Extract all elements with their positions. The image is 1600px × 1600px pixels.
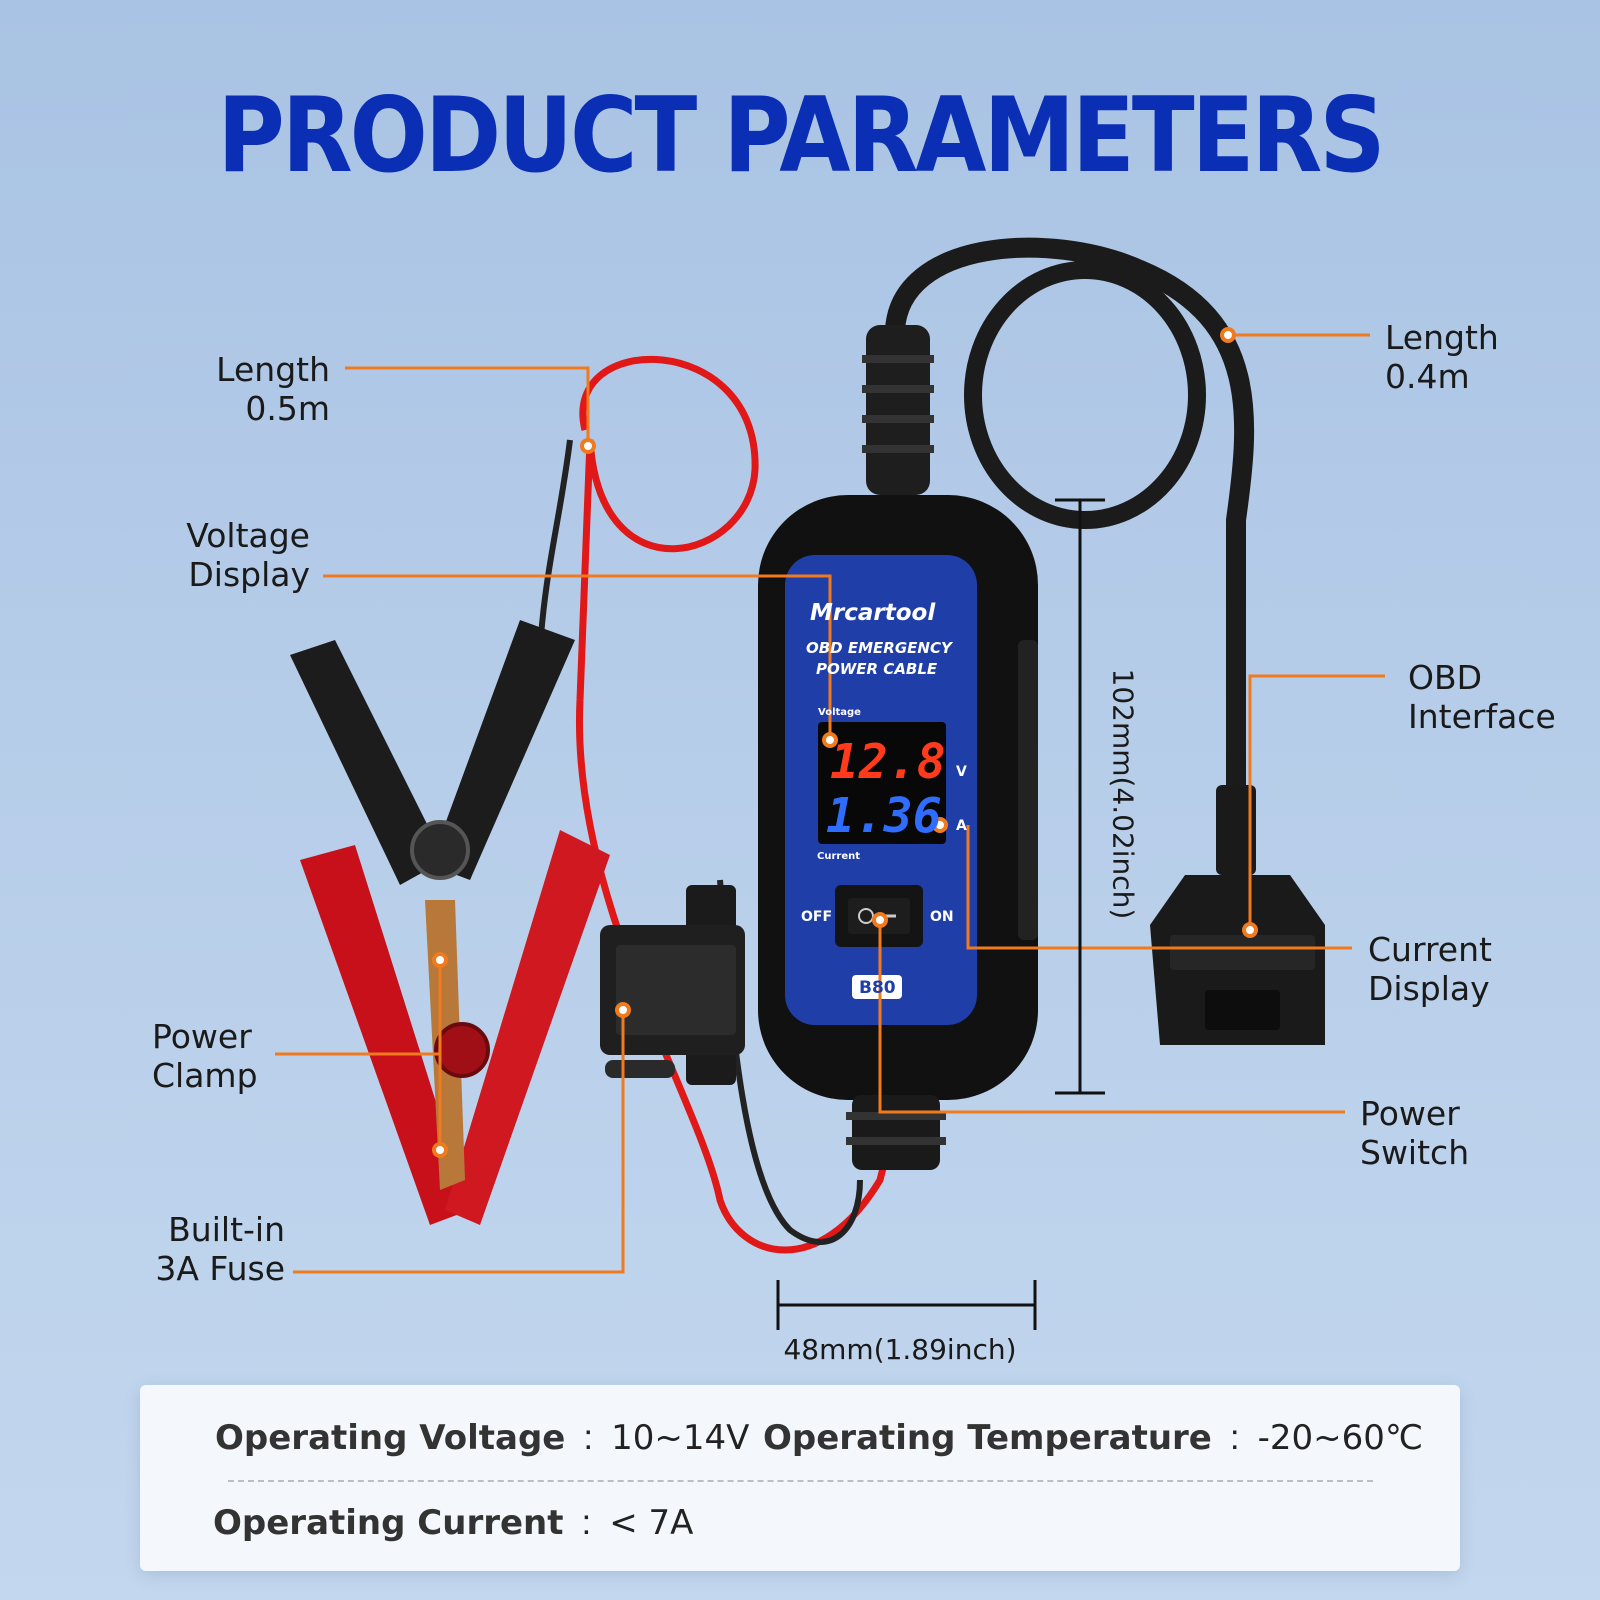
spec-voltage: Operating Voltage:10~14V [215, 1418, 750, 1458]
spec-voltage-value: 10~14V [611, 1418, 750, 1458]
leader-red-cable [345, 366, 590, 446]
spec-voltage-label: Operating Voltage [215, 1418, 566, 1458]
leader-dots [432, 327, 1258, 1158]
spec-card [140, 1385, 1460, 1571]
product-name-line2: POWER CABLE [816, 660, 938, 678]
leader-lines [275, 333, 1385, 1274]
spec-current-value: < 7A [609, 1503, 694, 1543]
fuse-holder [600, 885, 745, 1085]
product-name-line1: OBD EMERGENCY [806, 639, 954, 657]
leader-fuse [293, 1010, 625, 1274]
switch-off-label: OFF [801, 909, 832, 925]
leader-current [966, 825, 1352, 950]
brand-logo: Mrcartool [810, 600, 936, 626]
width-dimension-label: 48mm(1.89inch) [783, 1333, 1017, 1366]
strain-relief-bottom [846, 1095, 946, 1170]
red-cable [576, 355, 759, 701]
voltage-unit: V [956, 764, 967, 780]
obd-cable [885, 237, 1255, 810]
spec-current-label: Operating Current [213, 1503, 564, 1543]
spec-temperature-label: Operating Temperature [763, 1418, 1212, 1458]
strain-relief-top [862, 325, 934, 495]
dimension-lines [776, 498, 1105, 1330]
height-dimension-label: 102mm(4.02inch) [1106, 668, 1140, 920]
spec-current: Operating Current:< 7A [213, 1503, 694, 1543]
voltage-digits: 12.8 [830, 734, 946, 790]
page-title: PRODUCT PARAMETERS [217, 75, 1385, 196]
obd-cable-loop [964, 261, 1206, 529]
current-digits: 1.36 [826, 788, 942, 844]
black-clamp [290, 620, 575, 885]
model-badge: B80 [859, 978, 896, 998]
spec-temperature: Operating Temperature:-20~60℃ [763, 1418, 1424, 1458]
voltage-label: Voltage [818, 707, 861, 718]
switch-on-label: ON [930, 909, 954, 925]
red-clamp [300, 830, 610, 1225]
obd-connector [1150, 785, 1325, 1045]
leader-voltage [323, 574, 832, 740]
current-unit: A [956, 818, 967, 834]
current-label: Current [817, 851, 860, 862]
spec-temperature-value: -20~60℃ [1257, 1418, 1424, 1458]
leader-switch [878, 920, 1345, 1114]
leader-obd-interface [1248, 674, 1385, 930]
spec-separator [228, 1480, 1373, 1482]
black-thin-cable [537, 439, 573, 651]
